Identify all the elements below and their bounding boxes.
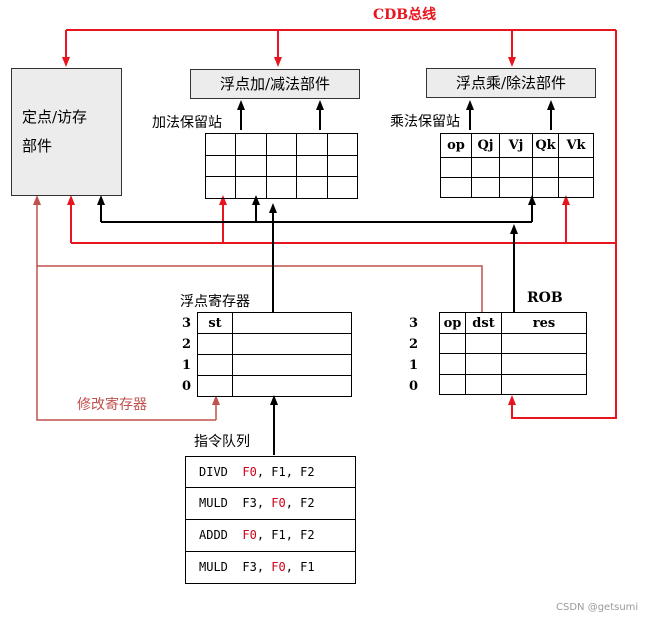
fp-add-unit-label: 浮点加/减法部件 xyxy=(219,75,331,93)
instruction-operand: F0 xyxy=(242,465,257,479)
instruction-operand: F0 xyxy=(271,560,286,574)
instruction-row: ADDD F0, F1, F2 xyxy=(185,520,356,552)
instruction-queue-label: 指令队列 xyxy=(194,434,250,450)
fp-mul-unit: 浮点乘/除法部件 xyxy=(426,68,596,98)
rob-index-1: 1 xyxy=(409,358,419,373)
fp-register-index-0: 0 xyxy=(182,379,192,394)
instruction-operand: F1 xyxy=(271,465,286,479)
instruction-operand: F0 xyxy=(271,496,286,510)
instruction-operand: F2 xyxy=(300,528,315,542)
watermark: CSDN @getsumi xyxy=(556,602,639,613)
data-path-lines xyxy=(97,100,555,455)
instruction-op: MULD xyxy=(199,560,228,574)
fp-register-table: st xyxy=(197,312,352,397)
mul-station-header-qj: Qj xyxy=(471,133,500,158)
mul-reservation-station: op Qj Vj Qk Vk xyxy=(440,133,594,198)
fixed-point-memory-unit-label: 定点/访存部件 xyxy=(22,108,88,155)
rob-header-dst: dst xyxy=(465,312,502,334)
rob-header-op: op xyxy=(439,312,466,334)
modify-register-lines xyxy=(33,195,483,421)
instruction-operand: F1 xyxy=(271,528,286,542)
mul-station-label: 乘法保留站 xyxy=(390,114,460,130)
mul-station-header-op: op xyxy=(440,133,472,158)
rob-index-3: 3 xyxy=(409,316,419,331)
rob-table: op dst res xyxy=(439,312,587,395)
rob-index-2: 2 xyxy=(409,337,419,352)
modify-register-label: 修改寄存器 xyxy=(77,397,147,413)
instruction-operand: F3 xyxy=(242,496,257,510)
rob-header-res: res xyxy=(501,312,587,334)
mul-station-header-vk: Vk xyxy=(558,133,594,158)
instruction-op: ADDD xyxy=(199,528,228,542)
fp-registers-label: 浮点寄存器 xyxy=(180,294,250,310)
instruction-op: MULD xyxy=(199,496,228,510)
rob-index-0: 0 xyxy=(409,379,419,394)
fp-register-index-3: 3 xyxy=(182,316,192,331)
instruction-operand: F2 xyxy=(300,496,315,510)
cdb-bus-lines xyxy=(62,29,617,419)
rob-label: ROB xyxy=(527,290,563,306)
fp-add-unit: 浮点加/减法部件 xyxy=(190,69,360,99)
cdb-bus-label: CDB总线 xyxy=(373,7,437,23)
fp-register-header-st: st xyxy=(197,312,233,334)
add-reservation-station xyxy=(204,133,359,199)
instruction-row: MULD F3, F0, F1 xyxy=(185,552,356,584)
instruction-row: MULD F3, F0, F2 xyxy=(185,488,356,520)
fp-mul-unit-label: 浮点乘/除法部件 xyxy=(455,74,567,92)
instruction-op: DIVD xyxy=(199,465,228,479)
mul-station-header-qk: Qk xyxy=(532,133,559,158)
fixed-point-memory-unit: 定点/访存部件 xyxy=(11,68,122,196)
mul-station-header-vj: Vj xyxy=(499,133,533,158)
instruction-operand: F3 xyxy=(242,560,257,574)
instruction-operand: F2 xyxy=(300,465,315,479)
add-station-label: 加法保留站 xyxy=(152,115,222,131)
fp-register-index-2: 2 xyxy=(182,337,192,352)
fp-register-index-1: 1 xyxy=(182,358,192,373)
instruction-operand: F0 xyxy=(242,528,257,542)
instruction-row: DIVD F0, F1, F2 xyxy=(185,456,356,488)
instruction-operand: F1 xyxy=(300,560,315,574)
